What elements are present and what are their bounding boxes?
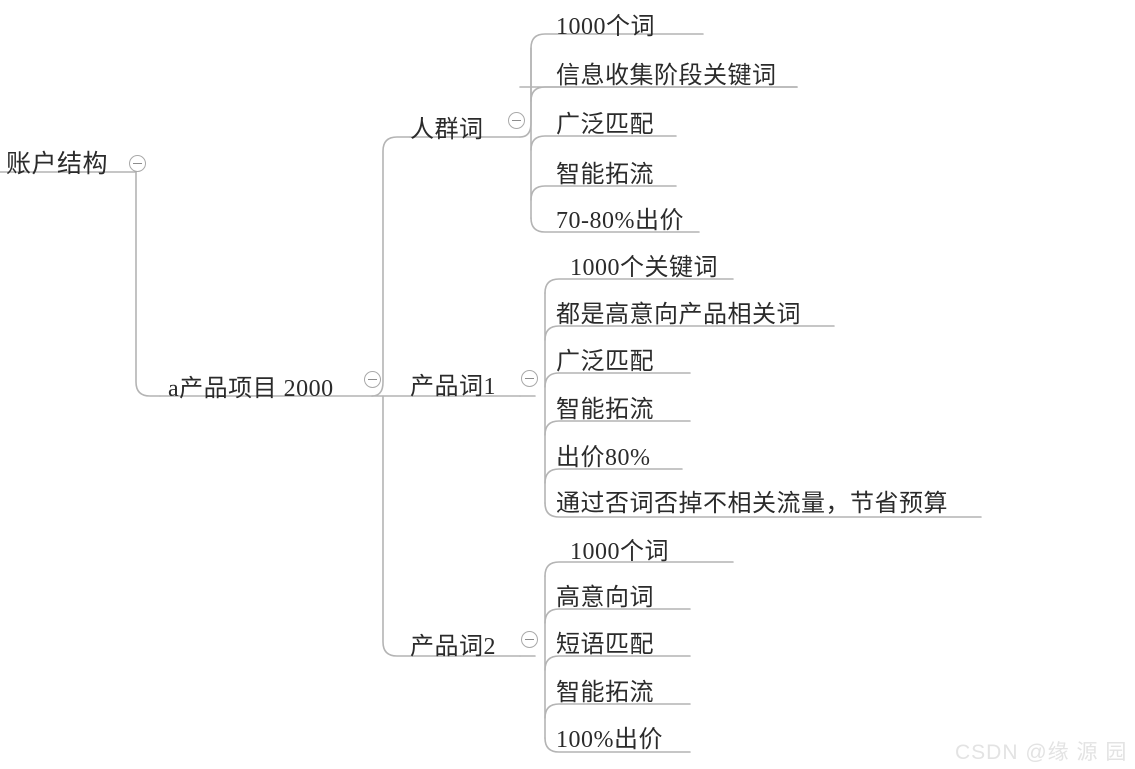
node-renqunci-label: 人群词 [410,117,484,143]
leaf-chanpinci2-3[interactable]: 短语匹配 [556,624,654,659]
leaf-label: 通过否词否掉不相关流量，节省预算 [556,491,948,517]
leaf-label: 都是高意向产品相关词 [556,302,801,328]
leaf-label: 智能拓流 [556,397,654,423]
leaf-label: 70-80%出价 [556,208,684,234]
wire-project-trunk-down [382,395,521,657]
leaf-label: 智能拓流 [556,680,654,706]
leaf-label: 广泛匹配 [556,112,654,138]
node-chanpinci2[interactable]: 产品词2 [410,626,496,661]
leaf-chanpinci1-3[interactable]: 广泛匹配 [556,341,654,376]
leaf-chanpinci1-5[interactable]: 出价80% [556,437,651,472]
leaf-label: 1000个关键词 [570,255,718,281]
collapse-toggle-chanpinci1[interactable] [521,370,538,387]
node-chanpinci2-label: 产品词2 [410,634,496,660]
node-project[interactable]: a产品项目 2000 [168,368,334,403]
collapse-toggle-chanpinci2[interactable] [521,631,538,648]
leaf-renqunci-4[interactable]: 智能拓流 [556,154,654,189]
node-renqunci[interactable]: 人群词 [410,109,484,144]
leaf-renqunci-3[interactable]: 广泛匹配 [556,104,654,139]
node-project-label: a产品项目 2000 [168,376,334,402]
leaf-label: 高意向词 [556,585,654,611]
leaf-label: 100%出价 [556,727,663,753]
node-root[interactable]: 账户结构 [6,144,108,180]
leaf-renqunci-2[interactable]: 信息收集阶段关键词 [556,55,777,90]
node-chanpinci1-label: 产品词1 [410,374,496,400]
leaf-chanpinci2-4[interactable]: 智能拓流 [556,672,654,707]
collapse-toggle-root[interactable] [129,155,146,172]
leaf-chanpinci1-1[interactable]: 1000个关键词 [570,247,718,282]
node-chanpinci1[interactable]: 产品词1 [410,366,496,401]
leaf-chanpinci2-2[interactable]: 高意向词 [556,577,654,612]
wire-project-trunk-up [371,136,411,397]
collapse-toggle-project[interactable] [364,371,381,388]
leaf-label: 智能拓流 [556,162,654,188]
leaf-renqunci-5[interactable]: 70-80%出价 [556,200,684,235]
collapse-toggle-renqunci[interactable] [508,112,525,129]
watermark: CSDN @缘 源 园 [955,741,1128,764]
leaf-chanpinci2-1[interactable]: 1000个词 [570,531,669,566]
leaf-chanpinci2-5[interactable]: 100%出价 [556,719,663,754]
leaf-label: 广泛匹配 [556,349,654,375]
leaf-label: 1000个词 [556,14,655,40]
leaf-label: 出价80% [556,445,651,471]
leaf-label: 1000个词 [570,539,669,565]
node-root-label: 账户结构 [6,151,109,178]
leaf-chanpinci1-2[interactable]: 都是高意向产品相关词 [556,294,801,329]
leaf-label: 短语匹配 [556,632,654,658]
leaf-chanpinci1-6[interactable]: 通过否词否掉不相关流量，节省预算 [556,483,948,518]
leaf-renqunci-1[interactable]: 1000个词 [556,6,655,41]
leaf-chanpinci1-4[interactable]: 智能拓流 [556,389,654,424]
leaf-label: 信息收集阶段关键词 [556,63,777,89]
wire-root-to-project [135,171,161,397]
